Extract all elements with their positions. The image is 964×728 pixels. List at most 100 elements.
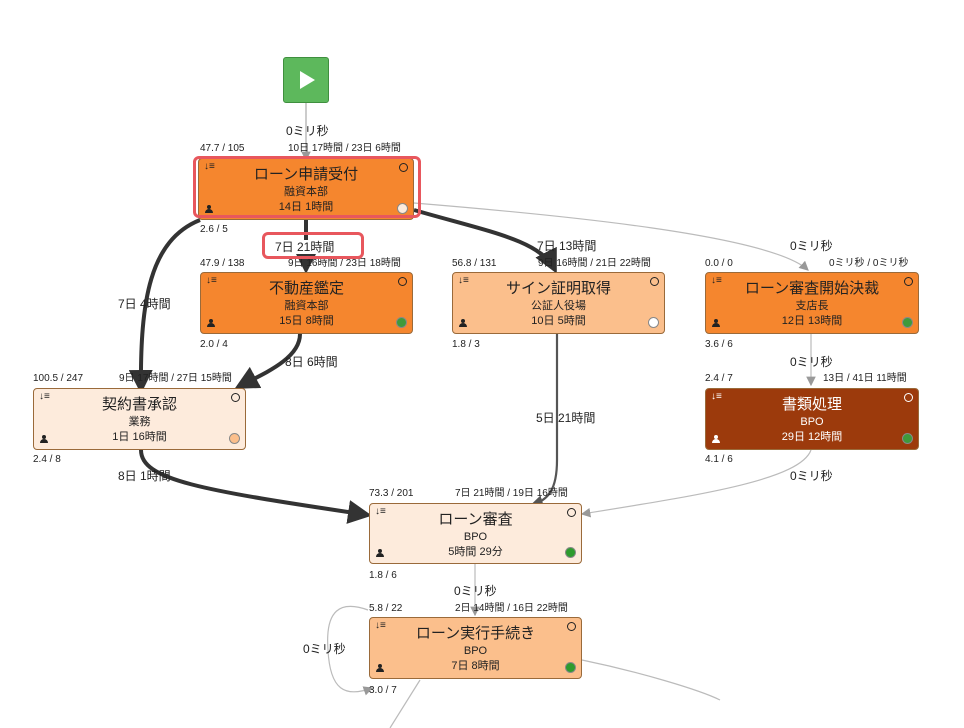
- stat-top-left: 73.3 / 201: [369, 488, 414, 499]
- node-duration: 5時間 29分: [448, 546, 503, 558]
- edge-label: 5日 21時間: [536, 411, 596, 425]
- edge-appraisal-to-contract: [234, 333, 302, 389]
- node-department: BPO: [463, 645, 488, 657]
- node-department: 業務: [128, 416, 151, 428]
- person-icon: [712, 435, 720, 443]
- node-title: ローン申請受付: [253, 166, 359, 183]
- node-loan-review-approval[interactable]: ↓≡ ローン審査開始決裁 支店長 12日 13時間: [705, 272, 919, 334]
- node-document-processing[interactable]: ↓≡ 書類処理 BPO 29日 12時間: [705, 388, 919, 450]
- node-title: ローン審査開始決裁: [744, 280, 880, 297]
- sort-icon: ↓≡: [458, 275, 469, 286]
- status-dot-icon: [902, 317, 913, 328]
- sort-icon: ↓≡: [375, 506, 386, 517]
- stat-top-left: 2.4 / 7: [705, 373, 733, 384]
- edge-docs-to-review: [580, 449, 812, 518]
- edge-execution-to-offscreen-right: [581, 659, 721, 701]
- clock-icon: [567, 622, 576, 631]
- status-dot-icon: [565, 662, 576, 673]
- stat-top-right: 9日 16時間 / 21日 22時間: [538, 258, 651, 269]
- clock-icon: [904, 277, 913, 286]
- person-icon: [205, 205, 213, 213]
- clock-icon: [231, 393, 240, 402]
- node-title: ローン実行手続き: [415, 625, 536, 642]
- clock-icon: [398, 277, 407, 286]
- edge-contract-to-review: [139, 449, 372, 524]
- clock-icon: [399, 163, 408, 172]
- node-real-estate-appraisal[interactable]: ↓≡ 不動産鑑定 融資本部 15日 8時間: [200, 272, 413, 334]
- sort-icon: ↓≡: [711, 391, 722, 402]
- person-icon: [376, 549, 384, 557]
- stat-top-right: 0ミリ秒 / 0ミリ秒: [829, 258, 909, 269]
- edge-label: 7日 21時間: [272, 240, 338, 254]
- person-icon: [207, 319, 215, 327]
- stat-bottom-left: 3.0 / 7: [369, 685, 397, 696]
- sort-icon: ↓≡: [711, 275, 722, 286]
- node-title: 契約書承認: [101, 396, 177, 413]
- sort-icon: ↓≡: [206, 275, 217, 286]
- node-contract-approval[interactable]: ↓≡ 契約書承認 業務 1日 16時間: [33, 388, 246, 450]
- node-loan-application[interactable]: ↓≡ ローン申請受付 融資本部 14日 1時間: [198, 158, 414, 220]
- node-signature-certificate[interactable]: ↓≡ サイン証明取得 公証人役場 10日 5時間: [452, 272, 665, 334]
- edge-application-to-contract: [128, 218, 201, 394]
- status-dot-icon: [648, 317, 659, 328]
- stat-bottom-left: 2.6 / 5: [200, 224, 228, 235]
- clock-icon: [904, 393, 913, 402]
- clock-icon: [567, 508, 576, 517]
- edge-label-start: 0ミリ秒: [286, 124, 329, 138]
- stat-top-left: 0.0 / 0: [705, 258, 733, 269]
- node-loan-review[interactable]: ↓≡ ローン審査 BPO 5時間 29分: [369, 503, 582, 564]
- node-department: BPO: [463, 531, 488, 543]
- node-duration: 15日 8時間: [279, 315, 334, 327]
- stat-top-right: 7日 21時間 / 19日 16時間: [455, 488, 568, 499]
- node-title: 書類処理: [781, 396, 842, 413]
- node-duration: 1日 16時間: [112, 431, 167, 443]
- stat-top-left: 100.5 / 247: [33, 373, 84, 384]
- stat-top-right: 2日 14時間 / 16日 22時間: [455, 603, 568, 614]
- edge-label: 0ミリ秒: [454, 584, 497, 598]
- edge-label: 0ミリ秒: [790, 239, 833, 253]
- stat-bottom-left: 1.8 / 6: [369, 570, 397, 581]
- edge-application-to-approval: [413, 202, 809, 271]
- stat-top-left: 56.8 / 131: [452, 258, 497, 269]
- stat-top-right: 10日 17時間 / 23日 6時間: [288, 143, 401, 154]
- node-duration: 10日 5時間: [531, 315, 586, 327]
- edge-label: 0ミリ秒: [790, 469, 833, 483]
- node-title: ローン審査: [438, 511, 513, 528]
- sort-icon: ↓≡: [375, 620, 386, 631]
- edge-application-to-signature: [413, 208, 557, 274]
- stat-top-left: 47.7 / 105: [200, 143, 245, 154]
- stat-top-right: 9日 16時間 / 23日 18時間: [288, 258, 401, 269]
- start-node-play-button[interactable]: [283, 57, 329, 103]
- node-department: 支店長: [795, 300, 829, 312]
- stat-bottom-left: 2.4 / 8: [33, 454, 61, 465]
- node-duration: 7日 8時間: [451, 660, 500, 672]
- stat-top-right: 13日 / 41日 11時間: [823, 373, 907, 384]
- node-title: サイン証明取得: [505, 280, 611, 297]
- stat-bottom-left: 3.6 / 6: [705, 339, 733, 350]
- node-department: BPO: [800, 416, 824, 428]
- node-loan-execution[interactable]: ↓≡ ローン実行手続き BPO 7日 8時間: [369, 617, 582, 679]
- status-dot-icon: [229, 433, 240, 444]
- edge-label: 0ミリ秒: [790, 355, 833, 369]
- edge-label: 8日 1時間: [118, 469, 171, 483]
- clock-icon: [650, 277, 659, 286]
- stat-bottom-left: 4.1 / 6: [705, 454, 733, 465]
- edge-label: 0ミリ秒: [303, 642, 346, 656]
- sort-icon: ↓≡: [204, 161, 215, 172]
- edge-execution-self-loop: [327, 605, 374, 696]
- node-duration: 29日 12時間: [781, 431, 843, 443]
- edge-label: 7日 13時間: [537, 239, 597, 253]
- selection-highlight-edge-label: [262, 232, 364, 259]
- stat-top-right: 9日 17時間 / 27日 15時間: [119, 373, 232, 384]
- status-dot-icon: [397, 203, 408, 214]
- node-title: 不動産鑑定: [268, 280, 344, 297]
- person-icon: [376, 664, 384, 672]
- status-dot-icon: [902, 433, 913, 444]
- edge-execution-to-offscreen-left: [389, 679, 421, 728]
- stat-bottom-left: 1.8 / 3: [452, 339, 480, 350]
- person-icon: [712, 319, 720, 327]
- status-dot-icon: [396, 317, 407, 328]
- stat-bottom-left: 2.0 / 4: [200, 339, 228, 350]
